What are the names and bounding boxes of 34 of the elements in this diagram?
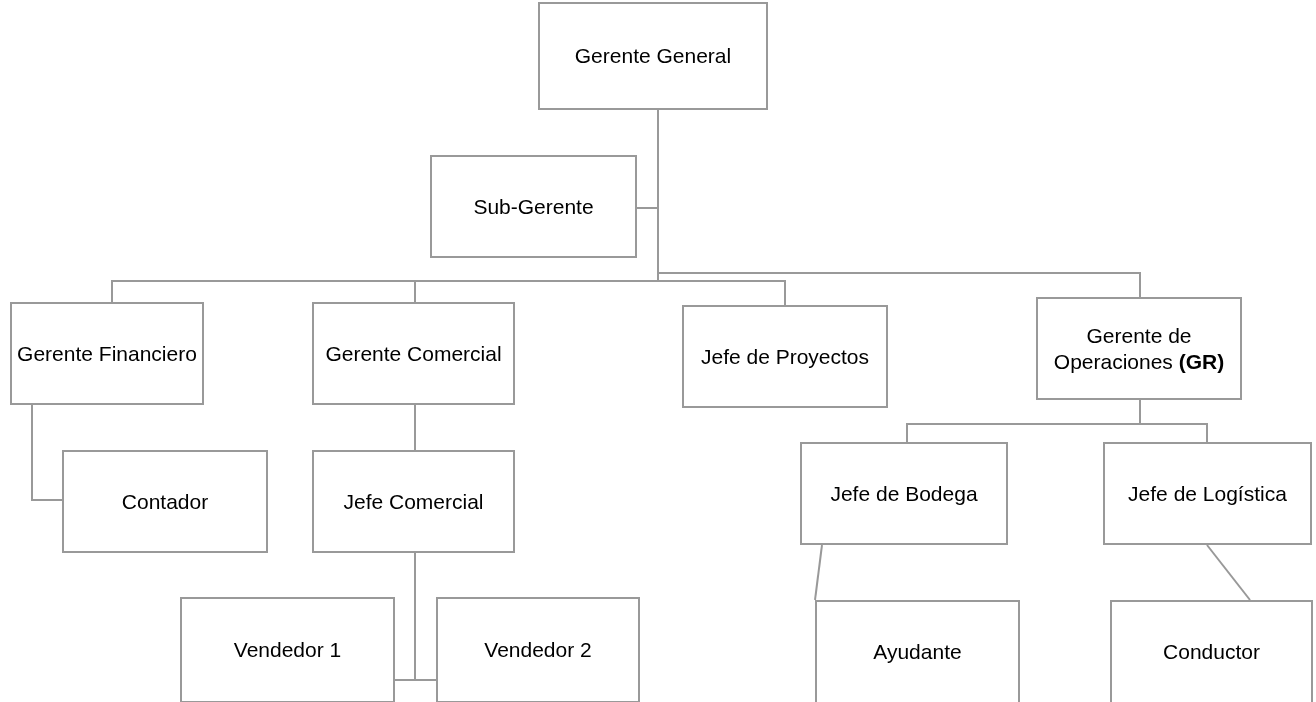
position-title: Contador	[121, 488, 209, 515]
position-title: Ayudante	[873, 639, 962, 665]
position-title: Gerente de Operaciones (GR)	[1052, 323, 1226, 374]
position-box	[538, 2, 768, 110]
position-box	[1110, 600, 1313, 702]
position-box	[312, 302, 515, 405]
position-box	[62, 450, 268, 553]
position-box	[436, 597, 640, 702]
position-box	[815, 600, 1020, 702]
position-box	[430, 155, 637, 258]
position-title: Vendedor 2	[484, 637, 592, 663]
position-box	[312, 450, 515, 553]
position-title: Conductor	[1163, 639, 1260, 665]
connector-line	[414, 552, 437, 681]
position-box	[682, 305, 888, 408]
position-title: Jefe de Bodega	[830, 480, 978, 507]
position-title: Gerente Comercial	[325, 340, 502, 367]
position-title: Jefe de Logística	[1128, 480, 1287, 507]
position-title: Gerente General	[574, 43, 732, 69]
position-box	[1036, 297, 1242, 400]
connector-line	[31, 404, 63, 501]
position-title: Vendedor 1	[233, 637, 342, 663]
connector-line	[1139, 399, 1208, 443]
position-box	[180, 597, 395, 702]
position-title: Gerente Financiero	[17, 340, 197, 367]
position-title: Sub-Gerente	[473, 193, 594, 220]
connector-line	[1206, 544, 1251, 601]
position-box	[800, 442, 1008, 545]
position-box	[10, 302, 204, 405]
position-title: Jefe Comercial	[343, 488, 484, 515]
position-box	[1103, 442, 1312, 545]
connector-line	[814, 544, 823, 601]
connector-line	[414, 404, 416, 451]
position-title: Jefe de Proyectos	[700, 343, 870, 370]
